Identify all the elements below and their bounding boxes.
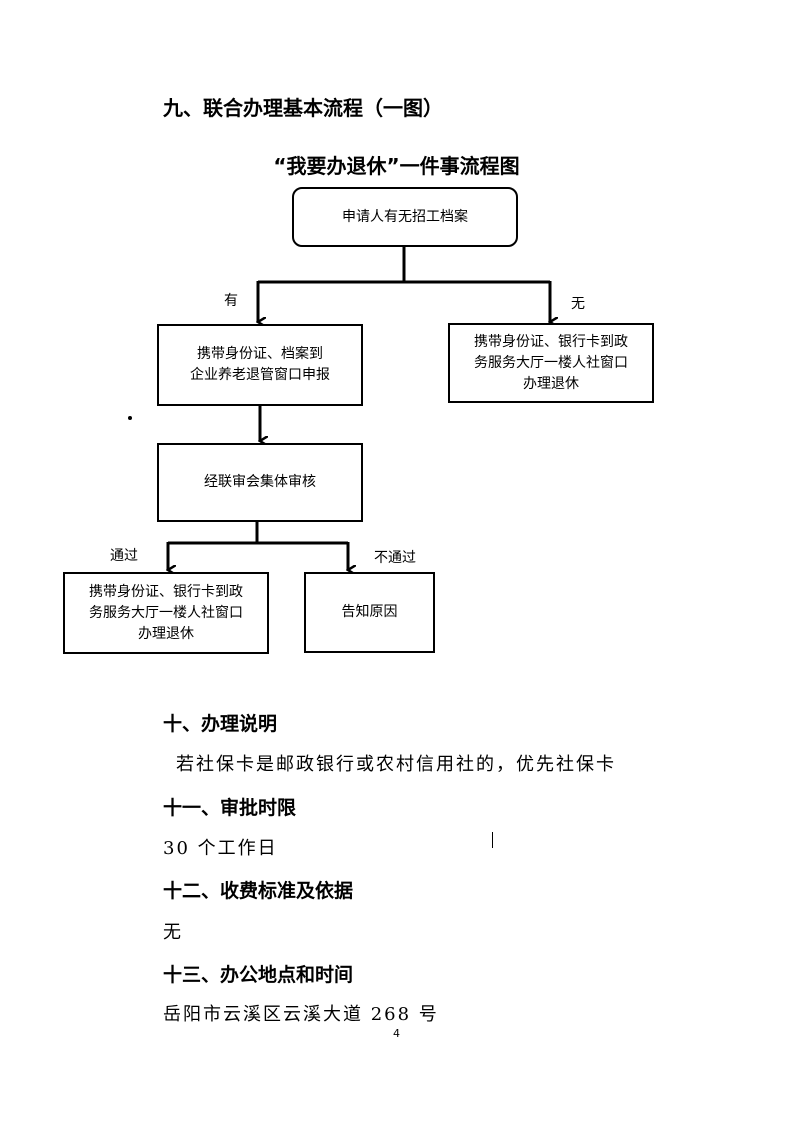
flowchart-title: “我要办退休”一件事流程图 <box>273 154 520 178</box>
no-step-box: 携带身份证、银行卡到政 务服务大厅一楼人社窗口 办理退休 <box>448 323 654 403</box>
section-10-text: 若社保卡是邮政银行或农村信用社的，优先社保卡 <box>176 754 616 775</box>
section-13-text: 岳阳市云溪区云溪大道 268 号 <box>163 1004 439 1025</box>
no-step-line: 携带身份证、银行卡到政 <box>474 333 628 350</box>
section-11-text: 30 个工作日 <box>163 838 278 859</box>
no-step-line: 办理退休 <box>523 375 579 392</box>
pass-step-line: 务服务大厅一楼人社窗口 <box>89 604 243 621</box>
yes-step-line: 携带身份证、档案到 <box>197 346 323 362</box>
section-12-text: 无 <box>163 922 183 943</box>
start-decision-text: 申请人有无招工档案 <box>342 208 468 225</box>
no-step-line: 务服务大厅一楼人社窗口 <box>474 354 628 371</box>
text-cursor <box>492 832 493 848</box>
page-number: 4 <box>393 1027 400 1040</box>
branch-yes-label: 有 <box>224 293 238 309</box>
review-box: 经联审会集体审核 <box>157 443 363 522</box>
section-13-heading: 十三、办公地点和时间 <box>163 964 354 986</box>
branch-no-label: 无 <box>571 296 585 312</box>
section-9-heading: 九、联合办理基本流程（一图） <box>163 96 443 120</box>
yes-step-line: 企业养老退管窗口申报 <box>190 367 330 383</box>
section-11-heading: 十一、审批时限 <box>163 797 297 819</box>
section-10-heading: 十、办理说明 <box>163 713 278 735</box>
review-text: 经联审会集体审核 <box>204 474 316 490</box>
section-12-heading: 十二、收费标准及依据 <box>163 880 354 902</box>
pass-step-box: 携带身份证、银行卡到政 务服务大厅一楼人社窗口 办理退休 <box>63 572 269 654</box>
pass-label: 通过 <box>110 548 138 564</box>
pass-step-line: 携带身份证、银行卡到政 <box>89 583 243 600</box>
pass-step-line: 办理退休 <box>138 625 194 642</box>
fail-label: 不通过 <box>374 550 416 566</box>
yes-step-box: 携带身份证、档案到 企业养老退管窗口申报 <box>157 324 363 406</box>
stray-dot <box>128 416 132 420</box>
fail-step-box: 告知原因 <box>304 572 435 653</box>
start-decision-box: 申请人有无招工档案 <box>292 187 518 247</box>
fail-step-text: 告知原因 <box>341 604 398 620</box>
